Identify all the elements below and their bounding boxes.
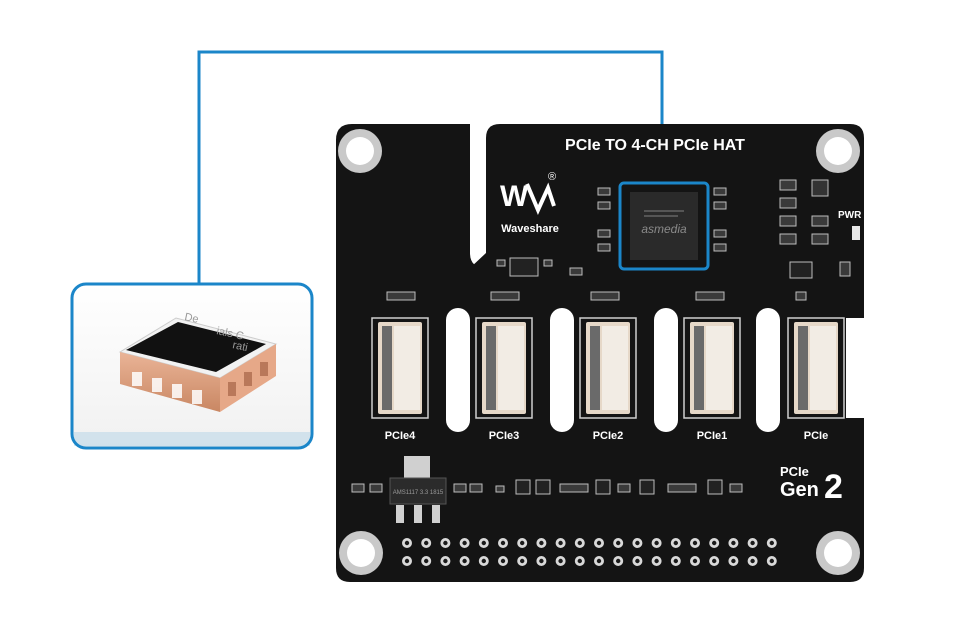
mounting-hole-top-right [816,129,860,173]
gpio-pin-hole [635,558,640,564]
gpio-pin-hole [731,540,736,546]
registered-mark: ® [548,171,556,183]
pcb-board: PCIe TO 4-CH PCIe HAT W ® Waveshare asme… [336,124,864,582]
generation-text: Gen [780,479,819,501]
gpio-pin-hole [673,540,678,546]
lower-components [351,479,743,495]
regulator-marking: AMS1117 3.3 1815 [393,490,444,496]
mounting-hole-top-left [338,129,382,173]
waveshare-logo: W ® Waveshare [500,171,559,235]
gpio-pin-hole [616,558,621,564]
gpio-pin-hole [712,558,717,564]
passive-components [496,179,851,279]
gpio-pin-hole [424,540,429,546]
voltage-regulator: AMS1117 3.3 1815 [389,456,447,523]
gpio-pin-hole [462,540,467,546]
connector-label-pcie2: PCIe2 [593,430,624,442]
gpio-pin-hole [462,558,467,564]
pcie-switch-chip: asmedia [618,181,710,271]
sticker-text-3: rati [231,339,248,354]
fpc-connector-pcie1 [683,317,741,419]
gpio-pin-hole [577,540,582,546]
gpio-pin-hole [443,558,448,564]
gpio-pin-hole [558,540,563,546]
gpio-pin-hole [654,558,659,564]
gpio-pin-hole [596,540,602,546]
gpio-pin-hole [750,540,755,546]
gpio-pin-hole [769,540,774,546]
gpio-pin-hole [520,540,525,546]
gpio-header [402,538,777,566]
power-label: PWR [838,210,862,221]
gpio-pin-hole [750,558,755,564]
board-title: PCIe TO 4-CH PCIe HAT [565,137,745,154]
mounting-hole-bottom-left [339,531,383,575]
gpio-pin-hole [635,540,640,546]
gpio-pin-hole [500,558,506,564]
fpc-connector-pcie4 [371,317,429,419]
gpio-pin-hole [596,558,602,564]
fpc-connector-pcie2 [579,317,637,419]
generation-prefix: PCIe [780,464,809,479]
chip-marking: asmedia [641,222,687,236]
connector-resistor-arrays [386,291,807,301]
board-slot-4 [756,308,780,432]
gpio-pin-hole [500,540,506,546]
connector-label-pcie: PCIe [804,430,828,442]
gpio-pin-hole [616,540,621,546]
gpio-pin-hole [539,558,544,564]
gpio-pin-hole [443,540,448,546]
gpio-pin-hole [558,558,563,564]
gpio-pin-hole [404,540,410,546]
board-slot-3 [654,308,678,432]
waveshare-brand: Waveshare [501,223,559,235]
callout-line [197,50,664,284]
gpio-pin-hole [539,540,544,546]
sticker-text-1: De [183,311,199,326]
gpio-pin-hole [731,558,736,564]
connector-label-pcie1: PCIe1 [697,430,728,442]
mounting-hole-bottom-right [816,531,860,575]
board-slot-2 [550,308,574,432]
gpio-pin-hole [481,558,486,564]
gpio-pin-hole [404,558,410,564]
generation-number: 2 [824,468,843,506]
gpio-pin-hole [769,558,774,564]
gpio-pin-hole [712,540,717,546]
gpio-pin-hole [577,558,582,564]
gpio-pin-hole [692,558,698,564]
fpc-connector-pcie3 [475,317,533,419]
board-slot-1 [446,308,470,432]
sticker-text-2: ials C [215,325,244,342]
gpio-pin-hole [692,540,698,546]
gpio-pin-hole [424,558,429,564]
gpio-pin-hole [654,540,659,546]
heatsink-inset: De ials C rati [70,282,314,450]
connector-label-pcie4: PCIe4 [385,430,416,442]
copper-heatsink: De ials C rati [118,311,278,412]
fpc-connector-pcie [787,317,845,419]
gpio-pin-hole [520,558,525,564]
gpio-pin-hole [481,540,486,546]
gpio-pin-hole [673,558,678,564]
waveshare-logo-mark: W [500,180,529,213]
connector-label-pcie3: PCIe3 [489,430,520,442]
power-led [852,226,860,240]
